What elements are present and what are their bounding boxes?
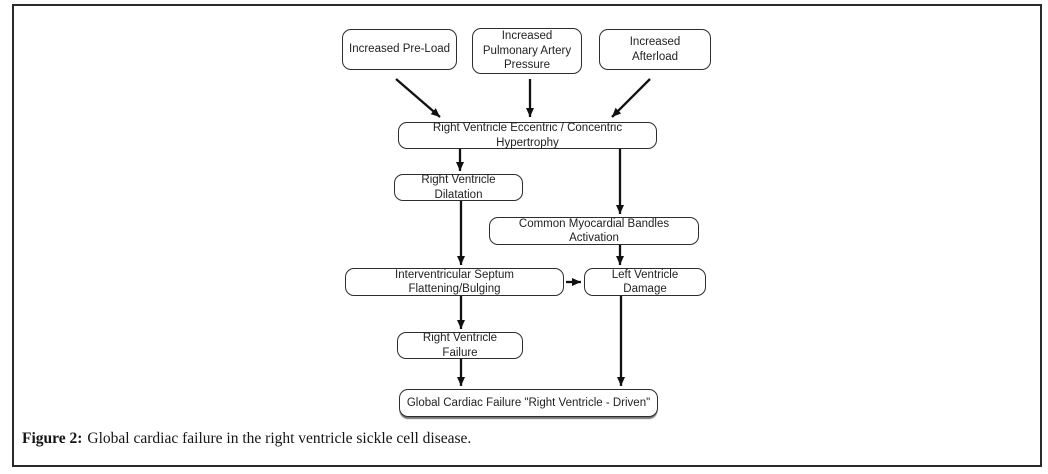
figure-caption: Figure 2:Global cardiac failure in the r… xyxy=(22,430,471,448)
node-interventricular-septum-flattening-bulging: Interventricular Septum Flattening/Bulgi… xyxy=(345,268,564,296)
node-common-myocardial-bandles-activation: Common Myocardial Bandles Activation xyxy=(489,217,699,245)
node-left-ventricle-damage: Left Ventricle Damage xyxy=(584,268,706,296)
node-increased-pre-load: Increased Pre-Load xyxy=(342,29,457,70)
node-increased-pulmonary-artery-pressure: Increased Pulmonary Artery Pressure xyxy=(472,28,582,74)
node-rv-eccentric-concentric-hypertrophy: Right Ventricle Eccentric / Concentric H… xyxy=(398,122,657,149)
node-global-cardiac-failure-rv-driven: Global Cardiac Failure "Right Ventricle … xyxy=(399,389,658,417)
node-increased-afterload: Increased Afterload xyxy=(599,29,711,70)
figure-caption-text: Global cardiac failure in the right vent… xyxy=(87,430,472,447)
node-rv-dilatation: Right Ventricle Dilatation xyxy=(394,174,523,201)
node-right-ventricle-failure: Right Ventricle Failure xyxy=(397,332,523,359)
figure-caption-label: Figure 2: xyxy=(22,430,83,447)
